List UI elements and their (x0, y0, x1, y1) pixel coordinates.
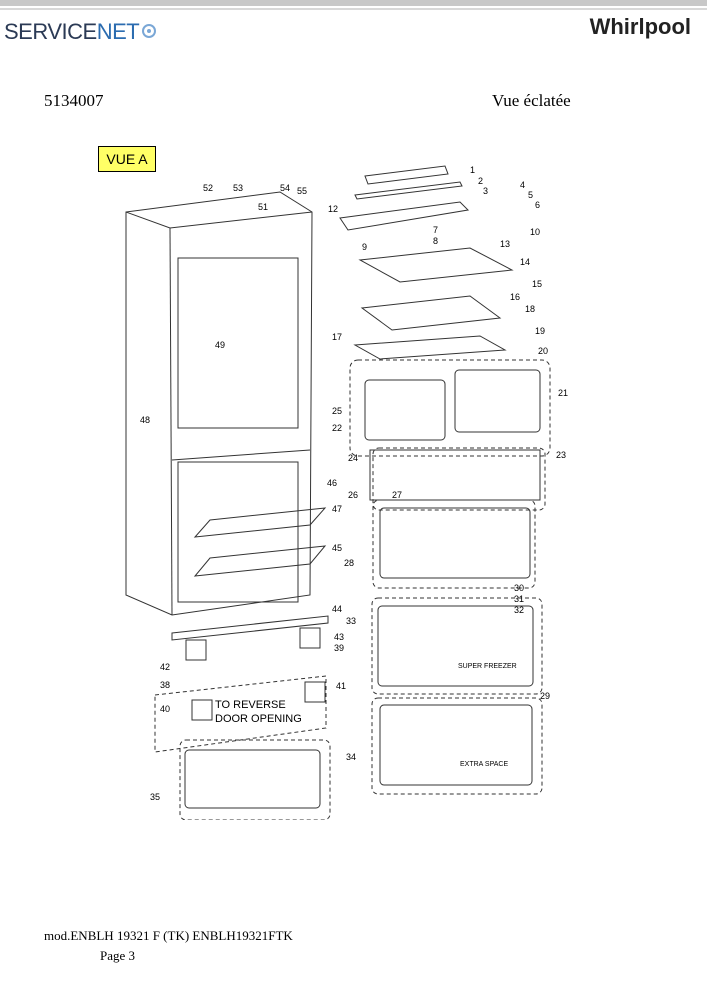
part-5: 5 (528, 190, 533, 200)
exploded-view-diagram: TO REVERSE DOOR OPENING SUPER FREEZER EX… (125, 165, 568, 820)
part-38: 38 (160, 680, 170, 690)
part-53: 53 (233, 183, 243, 193)
door-bins (364, 369, 541, 501)
part-29: 29 (540, 691, 550, 701)
part-44: 44 (332, 604, 342, 614)
part-25: 25 (332, 406, 342, 416)
extra-space-label: EXTRA SPACE (460, 761, 508, 768)
part-14: 14 (520, 257, 530, 267)
part-34: 34 (346, 752, 356, 762)
logo-text-service: SERVICE (4, 19, 97, 44)
header-divider (0, 8, 707, 10)
part-9: 9 (362, 242, 367, 252)
part-32: 32 (514, 605, 524, 615)
part-28: 28 (344, 558, 354, 568)
fridge-cabinet (125, 191, 313, 616)
part-54: 54 (280, 183, 290, 193)
part-20: 20 (538, 346, 548, 356)
part-45: 45 (332, 543, 342, 553)
glass-shelves (193, 247, 514, 577)
servicenet-logo: SERVICENET (4, 12, 159, 52)
part-52: 52 (203, 183, 213, 193)
footer-page: Page 3 (100, 948, 136, 963)
part-55: 55 (297, 186, 307, 196)
part-49: 49 (215, 340, 225, 350)
part-23: 23 (556, 450, 566, 460)
part-3: 3 (483, 186, 488, 196)
part-1: 1 (470, 165, 475, 175)
freezer-drawers (184, 507, 534, 809)
part-47: 47 (332, 504, 342, 514)
part-26: 26 (348, 490, 358, 500)
part-12: 12 (328, 204, 338, 214)
part-39: 39 (334, 643, 344, 653)
part-27: 27 (392, 490, 402, 500)
super-freezer-label: SUPER FREEZER (458, 663, 517, 670)
part-48: 48 (140, 415, 150, 425)
part-22: 22 (332, 423, 342, 433)
part-30: 30 (514, 583, 524, 593)
part-7: 7 (433, 225, 438, 235)
part-35: 35 (150, 792, 160, 802)
part-51: 51 (258, 202, 268, 212)
part-31: 31 (514, 594, 524, 604)
reverse-door-text-1: TO REVERSE (215, 699, 286, 711)
gear-icon (142, 24, 157, 38)
part-24: 24 (348, 453, 358, 463)
part-43: 43 (334, 632, 344, 642)
part-13: 13 (500, 239, 510, 249)
part-46: 46 (327, 478, 337, 488)
part-21: 21 (558, 388, 568, 398)
part-4: 4 (520, 180, 525, 190)
whirlpool-logo: Whirlpool (589, 14, 691, 39)
footer-model: mod.ENBLH 19321 F (TK) ENBLH19321FTK (44, 928, 293, 943)
control-panel (339, 165, 470, 231)
part-19: 19 (535, 326, 545, 336)
part-40: 40 (160, 704, 170, 714)
part-16: 16 (510, 292, 520, 302)
logo-text-net: NET (96, 19, 140, 44)
part-10: 10 (530, 227, 540, 237)
header-bar (0, 0, 707, 6)
part-8: 8 (433, 236, 438, 246)
reverse-door-text-2: DOOR OPENING (215, 713, 302, 725)
part-41: 41 (336, 681, 346, 691)
hinge-parts (171, 615, 329, 721)
view-title: Vue éclatée (492, 91, 571, 110)
document-code: 5134007 (44, 91, 104, 110)
part-17: 17 (332, 332, 342, 342)
part-2: 2 (478, 176, 483, 186)
part-42: 42 (160, 662, 170, 672)
part-6: 6 (535, 200, 540, 210)
part-33: 33 (346, 616, 356, 626)
vue-a-label: VUE A (98, 146, 156, 172)
part-18: 18 (525, 304, 535, 314)
assembly-groups (154, 359, 551, 820)
part-15: 15 (532, 279, 542, 289)
